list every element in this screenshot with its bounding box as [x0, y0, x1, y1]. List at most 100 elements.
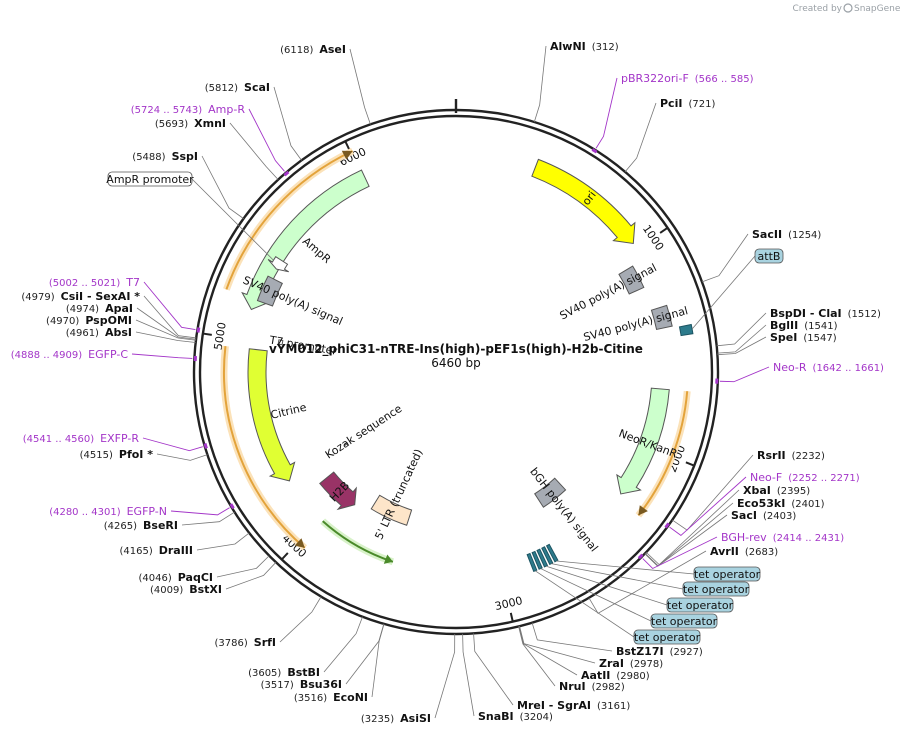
feature-shape: [650, 304, 673, 331]
ltr-arc-arrowhead: [383, 554, 393, 564]
primer-mark: [664, 522, 670, 529]
leader-line: [624, 102, 657, 173]
leader-line: [225, 562, 277, 590]
orf-arc: [637, 391, 689, 517]
site-label: (4970)PspOMI: [46, 314, 132, 327]
box-label: tet operator: [634, 631, 701, 644]
site-pos: (2395): [777, 486, 810, 497]
site-pos: (4046): [139, 573, 172, 584]
box-label-bg: [650, 613, 718, 629]
box-leader: [191, 178, 274, 261]
primer-leader: [248, 108, 285, 172]
leader-line: [181, 511, 235, 526]
site-label: (5812)ScaI: [205, 81, 270, 94]
box-leader: [545, 565, 668, 606]
feature-label: SV40 poly(A) signal: [582, 304, 689, 344]
primer-name: Neo-F: [750, 471, 782, 484]
site-label: Eco53kI(2401): [737, 497, 825, 510]
site-name: ApaI: [105, 302, 133, 315]
site-label: (5488)SspI: [132, 150, 198, 163]
site-label: AvrII(2683): [710, 545, 778, 558]
leader-line: [717, 336, 767, 356]
leader-line: [434, 633, 456, 719]
site-name: PciI: [660, 97, 682, 110]
tick-label: 3000: [494, 594, 524, 613]
ampr-promoter-arrow: [267, 256, 289, 273]
site-pos: (4165): [119, 546, 152, 557]
site-name: AlwNI: [550, 40, 586, 53]
box-leader: [691, 255, 756, 330]
orf-arc-arrowhead: [341, 150, 353, 160]
site-name: SrfI: [254, 636, 276, 649]
primer-leader: [642, 536, 718, 570]
primer-range: (5724 .. 5743): [131, 105, 203, 116]
credit-brand: SnapGene: [854, 4, 901, 14]
site-pos: (1512): [848, 309, 881, 320]
primer-label: Neo-F (2252 .. 2271): [750, 471, 860, 484]
site-label: (4961)AbsI: [66, 326, 132, 339]
leader-line: [531, 622, 613, 652]
primer-name: BGH-rev: [721, 531, 767, 544]
site-pos: (3517): [261, 680, 294, 691]
tick-mark: [509, 612, 514, 622]
leader-line: [519, 626, 596, 664]
site-label: SacII(1254): [752, 228, 821, 241]
site-name: MreI - SgrAI: [517, 699, 591, 712]
site-name: AseI: [319, 43, 346, 56]
leader-line: [273, 86, 302, 161]
site-label: (3516)EcoNI: [294, 691, 368, 704]
site-pos: (2978): [630, 659, 663, 670]
site-pos: (4009): [150, 585, 183, 596]
primer-leader: [131, 353, 193, 359]
site-label: BstZ17I(2927): [616, 645, 703, 658]
feature-shape: [616, 387, 670, 495]
leader-line: [201, 155, 244, 219]
box-leader: [556, 560, 695, 575]
tick-label: 5000: [212, 321, 229, 351]
leader-line: [462, 633, 475, 717]
site-label: SpeI (1547): [770, 331, 837, 344]
feature-shape: [247, 348, 296, 482]
site-pos: (2980): [616, 671, 649, 682]
plasmid-title: vYM012_phiC31-nTRE-Ins(high)-pEF1s(high)…: [269, 342, 643, 357]
site-name: AatII: [581, 669, 610, 682]
leader-line: [156, 453, 208, 461]
site-pos: (1547): [803, 333, 836, 344]
primer-name: EGFP-C: [88, 348, 128, 361]
primer-range: (2252 .. 2271): [788, 473, 860, 484]
box-label: tet operator: [694, 568, 761, 581]
site-name: SpeI: [770, 331, 797, 344]
box-label: attB: [758, 250, 781, 263]
attb-marker: [678, 323, 694, 337]
site-pos: (2401): [791, 499, 824, 510]
site-pos: (3786): [215, 638, 248, 649]
box-leader: [540, 568, 652, 622]
primer-label: BGH-rev(2414 .. 2431): [721, 531, 844, 544]
site-label: (4979)CsiI - SexAI *: [21, 290, 140, 303]
site-label: PciI(721): [660, 97, 715, 110]
orf-arc: [223, 345, 306, 549]
feature-shape: [618, 265, 645, 295]
orf-arc-arrowhead: [638, 505, 648, 516]
tet-operator-bar: [531, 550, 543, 570]
primer-range: (1642 .. 1661): [813, 363, 885, 374]
site-name: PfoI *: [119, 448, 153, 461]
site-label: (5693)XmnI: [155, 117, 226, 130]
feature-shape: [256, 275, 283, 307]
primer-label: (4280 .. 4301)EGFP-N: [49, 505, 167, 518]
leader-line: [216, 555, 270, 578]
site-name: SspI: [172, 150, 198, 163]
box-label-bg: [107, 171, 193, 187]
site-name: SnaBI: [478, 710, 514, 723]
orf-arc: [225, 150, 354, 290]
site-name: BstZ17I: [616, 645, 664, 658]
site-label: (4009)BstXI: [150, 583, 222, 596]
box-label-bg: [754, 248, 784, 264]
tick-mark: [344, 140, 351, 150]
site-name: PspOMI: [85, 314, 132, 327]
site-label: SnaBI(3204): [478, 710, 553, 723]
primer-label: (4888 .. 4909)EGFP-C: [11, 348, 129, 361]
leader-line: [323, 616, 363, 673]
